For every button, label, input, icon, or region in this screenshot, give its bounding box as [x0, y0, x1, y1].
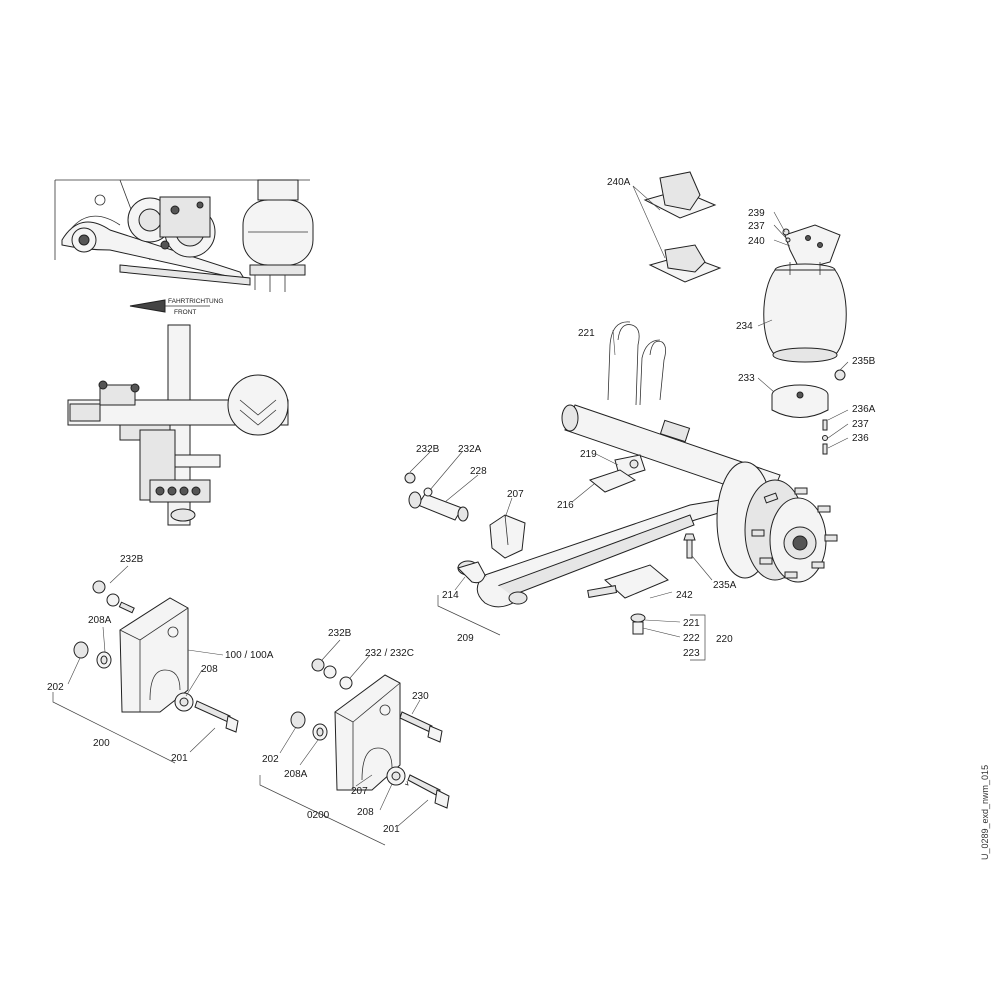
callout-216: 216 — [557, 500, 574, 511]
callout-237-lower: 237 — [852, 419, 869, 430]
callout-237: 237 — [748, 221, 765, 232]
callout-221: 221 — [578, 328, 595, 339]
callout-230: 230 — [412, 691, 429, 702]
callout-232a: 232A — [458, 444, 482, 455]
callout-0200: 0200 — [307, 810, 330, 821]
bracket-group-200 — [52, 565, 239, 764]
drawing-id-label: U_0289_exd_nwm_015 — [980, 764, 990, 860]
callout-228: 228 — [470, 466, 487, 477]
callout-232b: 232B — [416, 444, 440, 455]
callout-100-100a: 100 / 100A — [225, 650, 274, 661]
callout-235b: 235B — [852, 356, 876, 367]
callout-202-left: 202 — [47, 682, 64, 693]
callout-240: 240 — [748, 236, 765, 247]
callout-214: 214 — [442, 590, 459, 601]
callout-207: 207 — [507, 489, 524, 500]
callout-232b-left: 232B — [120, 554, 144, 565]
callout-233: 233 — [738, 373, 755, 384]
callout-232b-mid: 232B — [328, 628, 352, 639]
callout-208a-left: 208A — [88, 615, 112, 626]
side-view-assembly: FAHRTRICHTUNG FRONT — [54, 179, 316, 316]
callout-219: 219 — [580, 449, 597, 460]
callout-240a: 240A — [607, 177, 631, 188]
plan-view-assembly — [67, 324, 289, 526]
callout-223: 223 — [683, 648, 700, 659]
callout-239: 239 — [748, 208, 765, 219]
callout-242: 242 — [676, 590, 693, 601]
callout-235a: 235A — [713, 580, 737, 591]
callout-202-mid: 202 — [262, 754, 279, 765]
callout-221-lower: 221 — [683, 618, 700, 629]
callout-234: 234 — [736, 321, 753, 332]
direction-label-de: FAHRTRICHTUNG — [168, 298, 224, 305]
callout-201-mid: 201 — [383, 824, 400, 835]
callout-236: 236 — [852, 433, 869, 444]
callout-208a-mid: 208A — [284, 769, 308, 780]
callout-222: 222 — [683, 633, 700, 644]
callout-207-mid: 207 — [351, 786, 368, 797]
bracket-group-0200 — [259, 639, 450, 846]
callout-201-left: 201 — [171, 753, 188, 764]
air-spring-group — [632, 171, 849, 455]
callout-208-mid: 208 — [357, 807, 374, 818]
callout-209: 209 — [457, 633, 474, 644]
axle-group — [404, 321, 838, 661]
callout-236a: 236A — [852, 404, 876, 415]
callout-labels: 240A 239 237 240 234 235B 233 236A 237 2… — [47, 177, 876, 835]
callout-208-left: 208 — [201, 664, 218, 675]
callout-232-232c: 232 / 232C — [365, 648, 414, 659]
callout-200: 200 — [93, 738, 110, 749]
callout-220: 220 — [716, 634, 733, 645]
direction-label-en: FRONT — [174, 309, 196, 316]
